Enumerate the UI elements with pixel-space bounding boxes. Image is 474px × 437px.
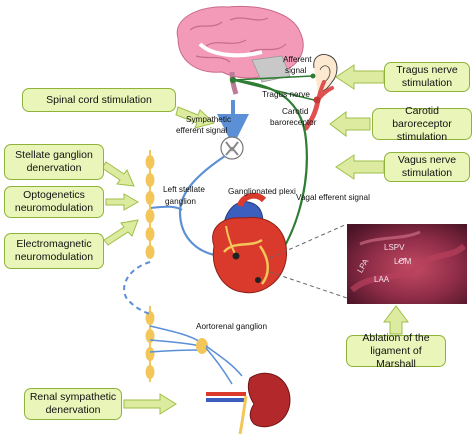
sympathetic-ganglion-chain xyxy=(145,150,155,382)
spinal-cord-cross-section xyxy=(220,136,244,160)
label-carotid-2: baroreceptor xyxy=(270,118,317,127)
arrow-electromagnetic xyxy=(103,219,139,246)
aortorenal-nerves xyxy=(149,325,243,385)
box-ablation-text: Ablation of the ligament of Marshall xyxy=(362,331,430,370)
stimulation-arrows xyxy=(101,64,409,415)
box-renal-text: Renal sympathetic denervation xyxy=(29,391,117,416)
label-ganglionated-plexi: Ganglionated plexi xyxy=(228,187,296,196)
box-stellate-text: Stellate ganglion denervation xyxy=(15,149,93,174)
carotid-artery-illustration xyxy=(303,80,334,131)
box-spinal-cord-stimulation: Spinal cord stimulation xyxy=(22,88,176,112)
vagal-pathway xyxy=(229,73,316,283)
label-afferent-signal-2: signal xyxy=(285,66,307,75)
arrow-spinal-cord xyxy=(175,106,216,129)
arrow-vagus xyxy=(335,154,385,180)
box-spinal-cord-text: Spinal cord stimulation xyxy=(46,93,152,106)
box-optogenetics-neuromodulation: Optogenetics neuromodulation xyxy=(4,186,104,218)
arrow-renal xyxy=(123,393,177,415)
box-carotid-baroreceptor-stimulation: Carotid baroreceptor stimulation xyxy=(372,105,472,143)
box-tragus-text: Tragus nerve stimulation xyxy=(396,64,458,89)
arrow-stellate xyxy=(101,161,135,187)
label-vagal-efferent: Vagal efferent signal xyxy=(296,193,370,202)
box-renal-sympathetic-denervation: Renal sympathetic denervation xyxy=(24,388,122,420)
brain-illustration xyxy=(176,5,304,95)
label-left-stellate-2: ganglion xyxy=(165,197,196,206)
photo-label-laa: LAA xyxy=(374,275,390,284)
arrow-optogenetics xyxy=(105,193,140,211)
label-tragus-nerve: Tragus nerve xyxy=(262,90,310,99)
ligament-photo xyxy=(347,224,467,304)
box-vagus-text: Vagus nerve stimulation xyxy=(397,154,457,179)
label-carotid-1: Carotid xyxy=(282,107,309,116)
arrow-carotid xyxy=(329,111,371,137)
box-electromagnetic-text: Electromagnetic neuromodulation xyxy=(14,238,94,263)
label-sympathetic-1: Sympathetic xyxy=(186,115,231,124)
box-vagus-nerve-stimulation: Vagus nerve stimulation xyxy=(384,152,470,182)
stellate-to-path xyxy=(149,205,183,211)
dashed-connector xyxy=(123,261,151,315)
box-carotid-text: Carotid baroreceptor stimulation xyxy=(392,104,452,143)
label-afferent-signal-1: Afferent xyxy=(283,55,312,64)
label-sympathetic-2: efferent signal xyxy=(176,126,227,135)
box-stellate-ganglion-denervation: Stellate ganglion denervation xyxy=(4,144,104,180)
heart-illustration xyxy=(212,192,288,294)
arrow-ablation xyxy=(383,305,409,335)
box-tragus-nerve-stimulation: Tragus nerve stimulation xyxy=(384,62,470,92)
box-optogenetics-text: Optogenetics neuromodulation xyxy=(14,189,94,214)
sympathetic-efferent-path xyxy=(178,155,226,258)
callout-line-bottom xyxy=(269,271,348,299)
callout-line-top xyxy=(269,223,348,259)
arrow-tragus xyxy=(335,64,385,90)
label-aortorenal: Aortorenal ganglion xyxy=(196,322,267,331)
kidney-illustration xyxy=(206,372,291,435)
ear-illustration xyxy=(313,54,338,93)
box-electromagnetic-neuromodulation: Electromagnetic neuromodulation xyxy=(4,233,104,269)
label-left-stellate-1: Left stellate xyxy=(163,185,205,194)
box-ablation-ligament-of-marshall: Ablation of the ligament of Marshall xyxy=(346,332,446,370)
photo-label-lspv: LSPV xyxy=(384,243,405,252)
photo-label-lom: LOM xyxy=(394,257,412,266)
